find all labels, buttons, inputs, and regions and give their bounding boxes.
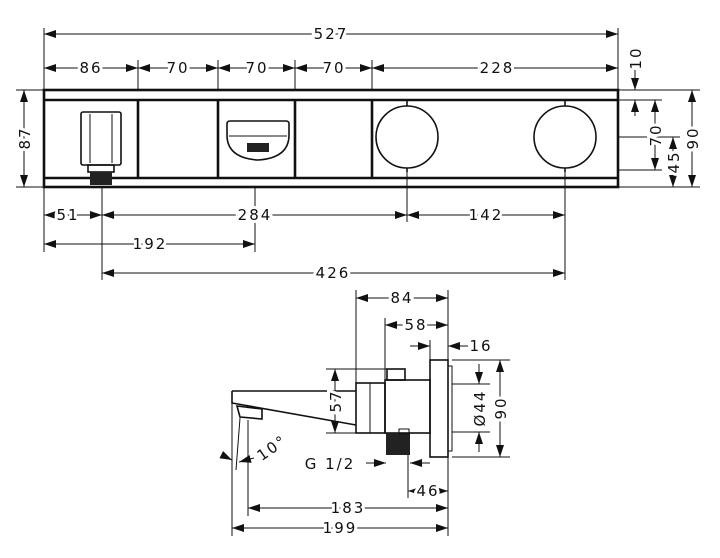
panel-outline [42, 88, 620, 189]
dim-label-58: 58 [404, 316, 427, 334]
front-view: 527 86 70 70 70 228 10 70 45 90 87 51 28… [13, 22, 705, 285]
dim-label-46: 46 [416, 482, 439, 500]
dim-label-16: 16 [469, 337, 492, 355]
dim-label-228: 228 [480, 59, 515, 77]
g12-connector [386, 433, 410, 455]
thermostat-knob-1 [375, 100, 439, 172]
dim-label-90-side: 90 [492, 396, 510, 419]
valve-body [384, 379, 431, 434]
hand-shower-holder-icon [80, 111, 122, 185]
dim-line-angle-b [238, 455, 255, 463]
dim-label-g12: G 1/2 [305, 455, 356, 473]
dim-label-70c: 70 [322, 59, 345, 77]
panel-dividers [136, 100, 374, 178]
spout-outlet [235, 405, 263, 420]
connector-nut [398, 428, 410, 435]
dim-label-70a: 70 [166, 59, 189, 77]
dim-label-527: 527 [314, 25, 349, 43]
dim-label-57: 57 [327, 389, 345, 412]
dim-label-44: Ø44 [471, 390, 489, 427]
wall-plate [429, 359, 449, 458]
body-top-block [386, 368, 406, 381]
push-button-handle-icon [226, 120, 290, 161]
extension-lines [16, 28, 700, 280]
side-view: 84 58 16 57 Ø44 90 G 1/2 10° 46 183 199 [219, 286, 513, 540]
side-extension-lines [231, 290, 510, 536]
plate-edge [447, 365, 453, 452]
dim-label-426: 426 [316, 264, 351, 282]
dim-label-86: 86 [79, 59, 102, 77]
dim-label-192: 192 [133, 235, 168, 253]
dim-label-45: 45 [665, 150, 683, 173]
dim-label-142: 142 [469, 206, 504, 224]
dim-label-70: 70 [647, 123, 665, 146]
dim-label-183: 183 [331, 499, 366, 517]
dim-label-70b: 70 [245, 59, 268, 77]
dim-label-10: 10 [627, 46, 645, 69]
dim-label-90: 90 [684, 126, 702, 149]
dim-line-angle-a [219, 451, 233, 461]
dim-label-angle: 10° [254, 431, 291, 464]
thermostat-knob-2 [533, 100, 597, 172]
dim-label-284: 284 [238, 206, 273, 224]
dim-label-84: 84 [390, 289, 413, 307]
dim-label-199: 199 [323, 519, 358, 537]
dim-label-87: 87 [16, 126, 34, 149]
dim-label-51: 51 [56, 206, 79, 224]
